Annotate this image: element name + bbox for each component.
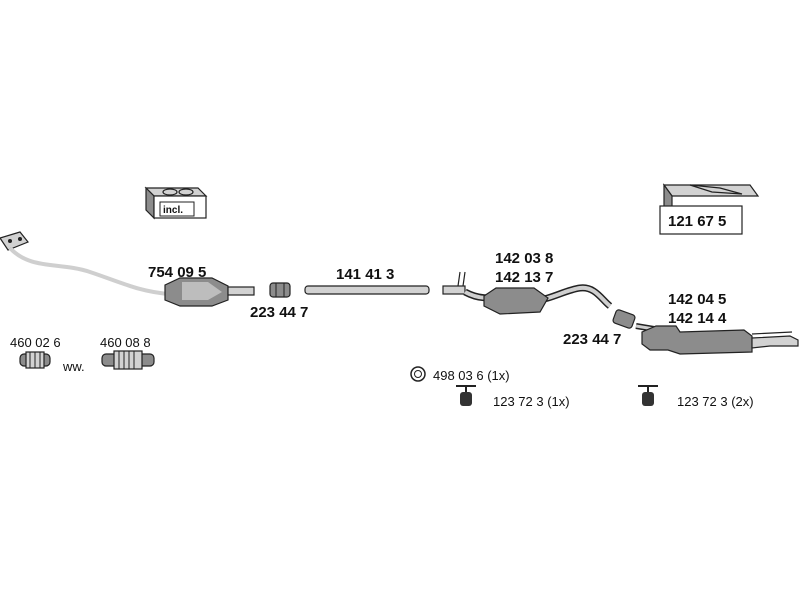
flex-pipe-b-part: [101, 350, 155, 370]
hanger-2-part-number: 123 72 3 (2x): [677, 394, 754, 409]
flex-pipe-a-part-number: 460 02 6: [10, 335, 61, 350]
rear-silencer-part: [635, 323, 799, 355]
clamp-right-part: [612, 309, 636, 329]
clamp-left-part: [269, 282, 291, 298]
rubber-ring-part-number: 498 03 6 (1x): [433, 368, 510, 383]
middle-silencer-part: [442, 271, 613, 315]
assembly-kit-icon: incl.: [144, 186, 208, 220]
rubber-hanger-icon: [456, 385, 476, 406]
intermediate-pipe-part: [304, 285, 430, 295]
kit-incl-label: incl.: [163, 205, 183, 216]
middle-silencer-part-number-b: 142 13 7: [495, 269, 553, 286]
rear-silencer-part-number-a: 142 04 5: [668, 291, 726, 308]
rubber-ring-icon: [410, 366, 426, 382]
parts-box-icon: 121 67 5: [659, 183, 760, 235]
rear-silencer-part-number-b: 142 14 4: [668, 310, 727, 327]
hanger-1-part-number: 123 72 3 (1x): [493, 394, 570, 409]
kit-box-label: 121 67 5: [668, 213, 726, 230]
front-pipe-catalyst-part: [0, 231, 255, 307]
flex-pipe-b-part-number: 460 08 8: [100, 335, 151, 350]
catalyst-part-number: 754 09 5: [148, 264, 206, 281]
intermediate-pipe-part-number: 141 41 3: [336, 266, 394, 283]
rubber-hanger-icon: [638, 385, 658, 406]
middle-silencer-part-number-a: 142 03 8: [495, 250, 553, 267]
flex-pipe-a-part: [19, 351, 51, 369]
alternative-label: ww.: [62, 359, 85, 374]
clamp-left-part-number: 223 44 7: [250, 304, 308, 321]
clamp-right-part-number: 223 44 7: [563, 331, 621, 348]
